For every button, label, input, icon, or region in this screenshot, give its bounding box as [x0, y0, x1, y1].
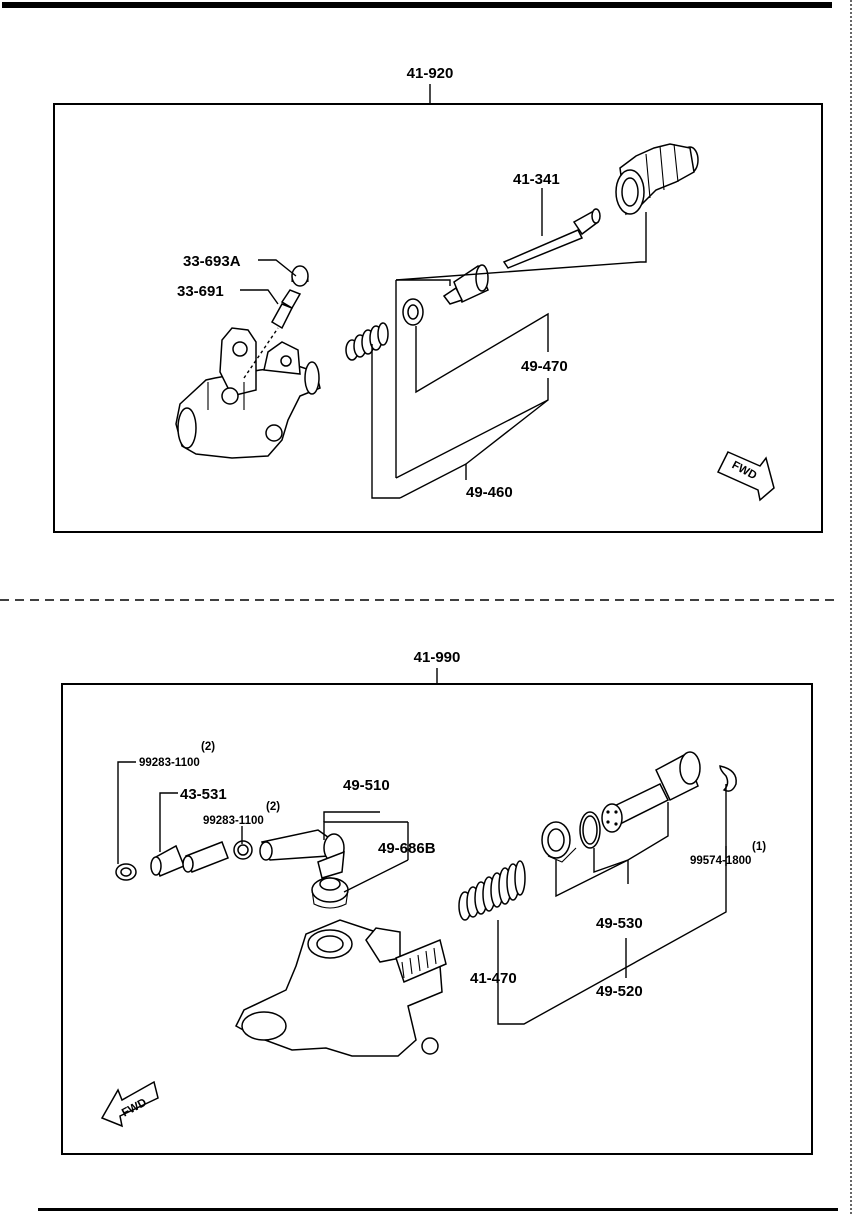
label-49-460: 49-460: [466, 484, 513, 501]
label-clamp-2-qty: (2): [266, 801, 280, 813]
hose-clamp-1-part: [115, 863, 137, 881]
reservoir-pipe-part: [259, 829, 345, 879]
upper-cup-seal-part: [402, 298, 424, 326]
label-49-686b: 49-686B: [378, 840, 436, 857]
fwd-arrow-icon: FWD: [716, 451, 775, 502]
hose-clamp-2-part: [233, 840, 253, 860]
dust-boot-part: [615, 143, 699, 216]
label-49-520: 49-520: [596, 983, 643, 1000]
label-49-530: 49-530: [596, 915, 643, 932]
label-99283-1100-a: 99283-1100: [139, 757, 200, 769]
label-41-470: 41-470: [470, 970, 517, 987]
top-border-bar: [2, 2, 832, 8]
label-43-531: 43-531: [180, 786, 227, 803]
upper-frame: [53, 103, 823, 533]
lower-frame: [61, 683, 813, 1155]
label-99283-1100-b: 99283-1100: [203, 815, 264, 827]
upper-section: 41-920: [53, 65, 823, 533]
lower-piston-part: [601, 751, 701, 833]
lower-section: 41-990: [61, 649, 813, 1155]
lower-leader-lines: [117, 761, 727, 1025]
label-snap-qty: (1): [752, 841, 766, 853]
upper-assembly-label: 41-920: [407, 65, 454, 82]
bottom-border-bar: [38, 1208, 838, 1211]
label-49-470: 49-470: [521, 358, 568, 375]
upper-leader-lines: [240, 188, 647, 499]
o-ring-part: [579, 811, 601, 849]
label-41-341: 41-341: [513, 171, 560, 188]
grommet-part: [311, 877, 349, 909]
fwd-arrow-lower-icon: FWD: [100, 1080, 159, 1128]
lower-cup-part: [541, 821, 577, 863]
label-49-510: 49-510: [343, 777, 390, 794]
label-33-691: 33-691: [177, 283, 224, 300]
snap-ring-part: [719, 765, 737, 792]
bleeder-screw-part: [243, 289, 302, 379]
upper-piston-part: [442, 264, 489, 305]
lower-cylinder-body: [235, 919, 447, 1057]
lower-spring-part: [458, 860, 526, 921]
hose-part: [150, 841, 229, 878]
push-rod-part: [502, 208, 601, 269]
upper-cylinder-body: [175, 327, 321, 459]
label-33-693a: 33-693A: [183, 253, 241, 270]
lower-assembly-label: 41-990: [414, 649, 461, 666]
label-99574-1800: 99574-1800: [690, 855, 751, 867]
bleeder-cap-part: [291, 265, 309, 287]
label-clamp-1-qty: (2): [201, 741, 215, 753]
upper-spring-part: [345, 322, 389, 361]
